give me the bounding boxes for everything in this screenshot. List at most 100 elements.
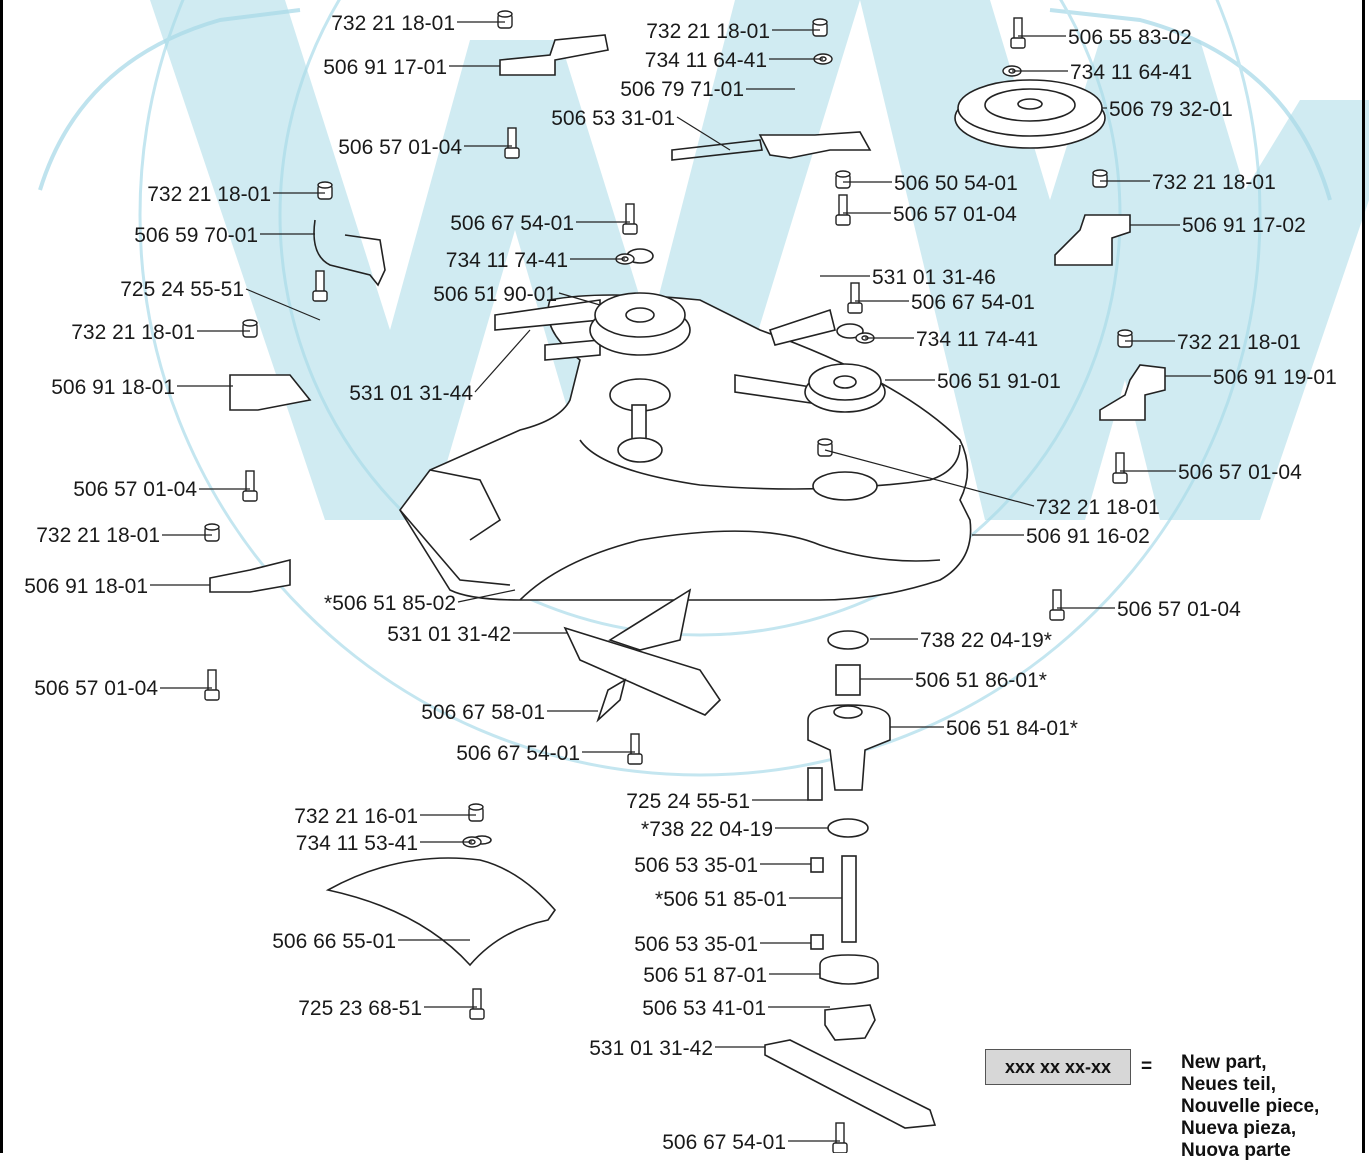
part-number-label: *506 51 85-01 <box>655 888 787 911</box>
nut-icon <box>497 10 513 29</box>
part-number-label: 506 67 54-01 <box>456 742 580 765</box>
part-number-label: 734 11 53-41 <box>296 832 418 855</box>
leader-line <box>457 589 516 603</box>
part-number-label: 506 57 01-04 <box>893 203 1017 226</box>
leader-line <box>676 116 731 151</box>
part-number-label: 734 11 74-41 <box>446 249 568 272</box>
part-number-label: 506 67 54-01 <box>911 291 1035 314</box>
part-number-label: 506 57 01-04 <box>1117 598 1241 621</box>
part-number-label: 506 57 01-04 <box>338 136 462 159</box>
new-part-legend-code: xxx xx xx-xx <box>985 1049 1131 1085</box>
part-number-label: 725 24 55-51 <box>120 278 244 301</box>
part-number-label: 506 53 31-01 <box>551 107 675 130</box>
part-number-label: 506 91 16-02 <box>1026 525 1150 548</box>
legend-equals: = <box>1141 1056 1153 1077</box>
bolt-icon <box>622 203 638 235</box>
nut-icon <box>817 438 833 457</box>
part-number-label: 506 67 54-01 <box>450 212 574 235</box>
part-number-label: 506 57 01-04 <box>73 478 197 501</box>
part-number-label: 506 51 86-01* <box>915 669 1047 692</box>
part-number-label: 506 66 55-01 <box>272 930 396 953</box>
part-number-label: 531 01 31-42 <box>387 623 511 646</box>
part-number-label: 506 51 84-01* <box>946 717 1078 740</box>
discharge-deflector <box>325 835 557 967</box>
pulleys-and-belt <box>494 79 1106 413</box>
part-number-label: 506 79 32-01 <box>1109 98 1233 121</box>
part-number-label: 506 79 71-01 <box>620 78 744 101</box>
leader-line <box>824 449 1035 507</box>
part-number-label: 531 01 31-42 <box>589 1037 713 1060</box>
part-number-label: 732 21 18-01 <box>646 20 770 43</box>
legend-description: New part, Neues teil, Nouvelle piece, Nu… <box>1181 1052 1319 1162</box>
bolt-icon <box>204 669 220 701</box>
part-number-label: 725 24 55-51 <box>626 790 750 813</box>
part-number-label: 531 01 31-46 <box>872 266 996 289</box>
brackets <box>209 34 1166 723</box>
legend-line: Nuova parte <box>1181 1140 1291 1161</box>
leader-line <box>558 292 601 306</box>
part-number-label: 732 21 18-01 <box>36 524 160 547</box>
leader-line <box>474 329 531 393</box>
part-number-label: 732 21 18-01 <box>1177 331 1301 354</box>
bolt-icon <box>627 733 643 765</box>
part-number-label: 506 91 18-01 <box>24 575 148 598</box>
nut-icon <box>468 803 484 822</box>
part-number-label: 732 21 18-01 <box>331 12 455 35</box>
part-number-label: 732 21 18-01 <box>71 321 195 344</box>
bolt-icon <box>469 988 485 1020</box>
part-number-label: 506 57 01-04 <box>34 677 158 700</box>
nut-icon <box>1117 329 1133 348</box>
nut-icon <box>835 170 851 189</box>
part-number-label: 506 55 83-02 <box>1068 26 1192 49</box>
part-number-label: 506 59 70-01 <box>134 224 258 247</box>
bolt-icon <box>242 470 258 502</box>
part-number-label: 506 91 17-01 <box>323 56 447 79</box>
part-number-label: 506 51 91-01 <box>937 370 1061 393</box>
part-number-label: 506 67 58-01 <box>421 701 545 724</box>
part-number-label: 506 53 41-01 <box>642 997 766 1020</box>
bolt-icon <box>1049 589 1065 621</box>
part-number-label: 725 23 68-51 <box>298 997 422 1020</box>
part-number-label: 732 21 16-01 <box>294 805 418 828</box>
leader-line <box>245 288 321 321</box>
bolt-icon <box>1010 17 1026 49</box>
part-number-label: 734 11 64-41 <box>645 49 767 72</box>
part-number-label: 506 91 19-01 <box>1213 366 1337 389</box>
bolt-icon <box>1112 452 1128 484</box>
nut-icon <box>242 319 258 338</box>
bolt-icon <box>312 270 328 302</box>
part-number-label: 506 67 54-01 <box>662 1131 786 1153</box>
fasteners <box>204 10 1133 1154</box>
part-number-label: 506 51 87-01 <box>643 964 767 987</box>
bolt-icon <box>847 282 863 314</box>
bolt-icon <box>504 127 520 159</box>
nut-icon <box>204 523 220 542</box>
part-number-label: 732 21 18-01 <box>147 183 271 206</box>
part-number-label: 506 91 17-02 <box>1182 214 1306 237</box>
part-number-label: 734 11 64-41 <box>1070 61 1192 84</box>
nut-icon <box>1092 169 1108 188</box>
part-number-label: 506 53 35-01 <box>634 933 758 956</box>
legend-line: Neues teil, <box>1181 1074 1277 1095</box>
part-number-label: 531 01 31-44 <box>349 382 473 405</box>
legend-line: New part, <box>1181 1052 1267 1073</box>
part-number-label: 506 51 90-01 <box>433 283 557 306</box>
part-callouts: 732 21 18-01 506 91 17-01 506 57 01-04 732 … <box>24 12 1337 1154</box>
spindle-assembly <box>764 630 937 1129</box>
nut-icon <box>812 18 828 37</box>
part-number-label: *506 51 85-02 <box>324 592 456 615</box>
part-number-label: 732 21 18-01 <box>1036 496 1160 519</box>
part-number-label: 734 11 74-41 <box>916 328 1038 351</box>
nut-icon <box>317 181 333 200</box>
part-number-label: 738 22 04-19* <box>920 629 1052 652</box>
part-number-label: 506 91 18-01 <box>51 376 175 399</box>
part-number-label: 506 53 35-01 <box>634 854 758 877</box>
legend-line: Nueva pieza, <box>1181 1118 1297 1139</box>
part-number-label: 732 21 18-01 <box>1152 171 1276 194</box>
part-number-label: *738 22 04-19 <box>641 818 773 841</box>
part-number-label: 506 57 01-04 <box>1178 461 1302 484</box>
legend-line: Nouvelle piece, <box>1181 1096 1320 1117</box>
bolt-icon <box>832 1122 848 1154</box>
bolt-icon <box>835 194 851 226</box>
